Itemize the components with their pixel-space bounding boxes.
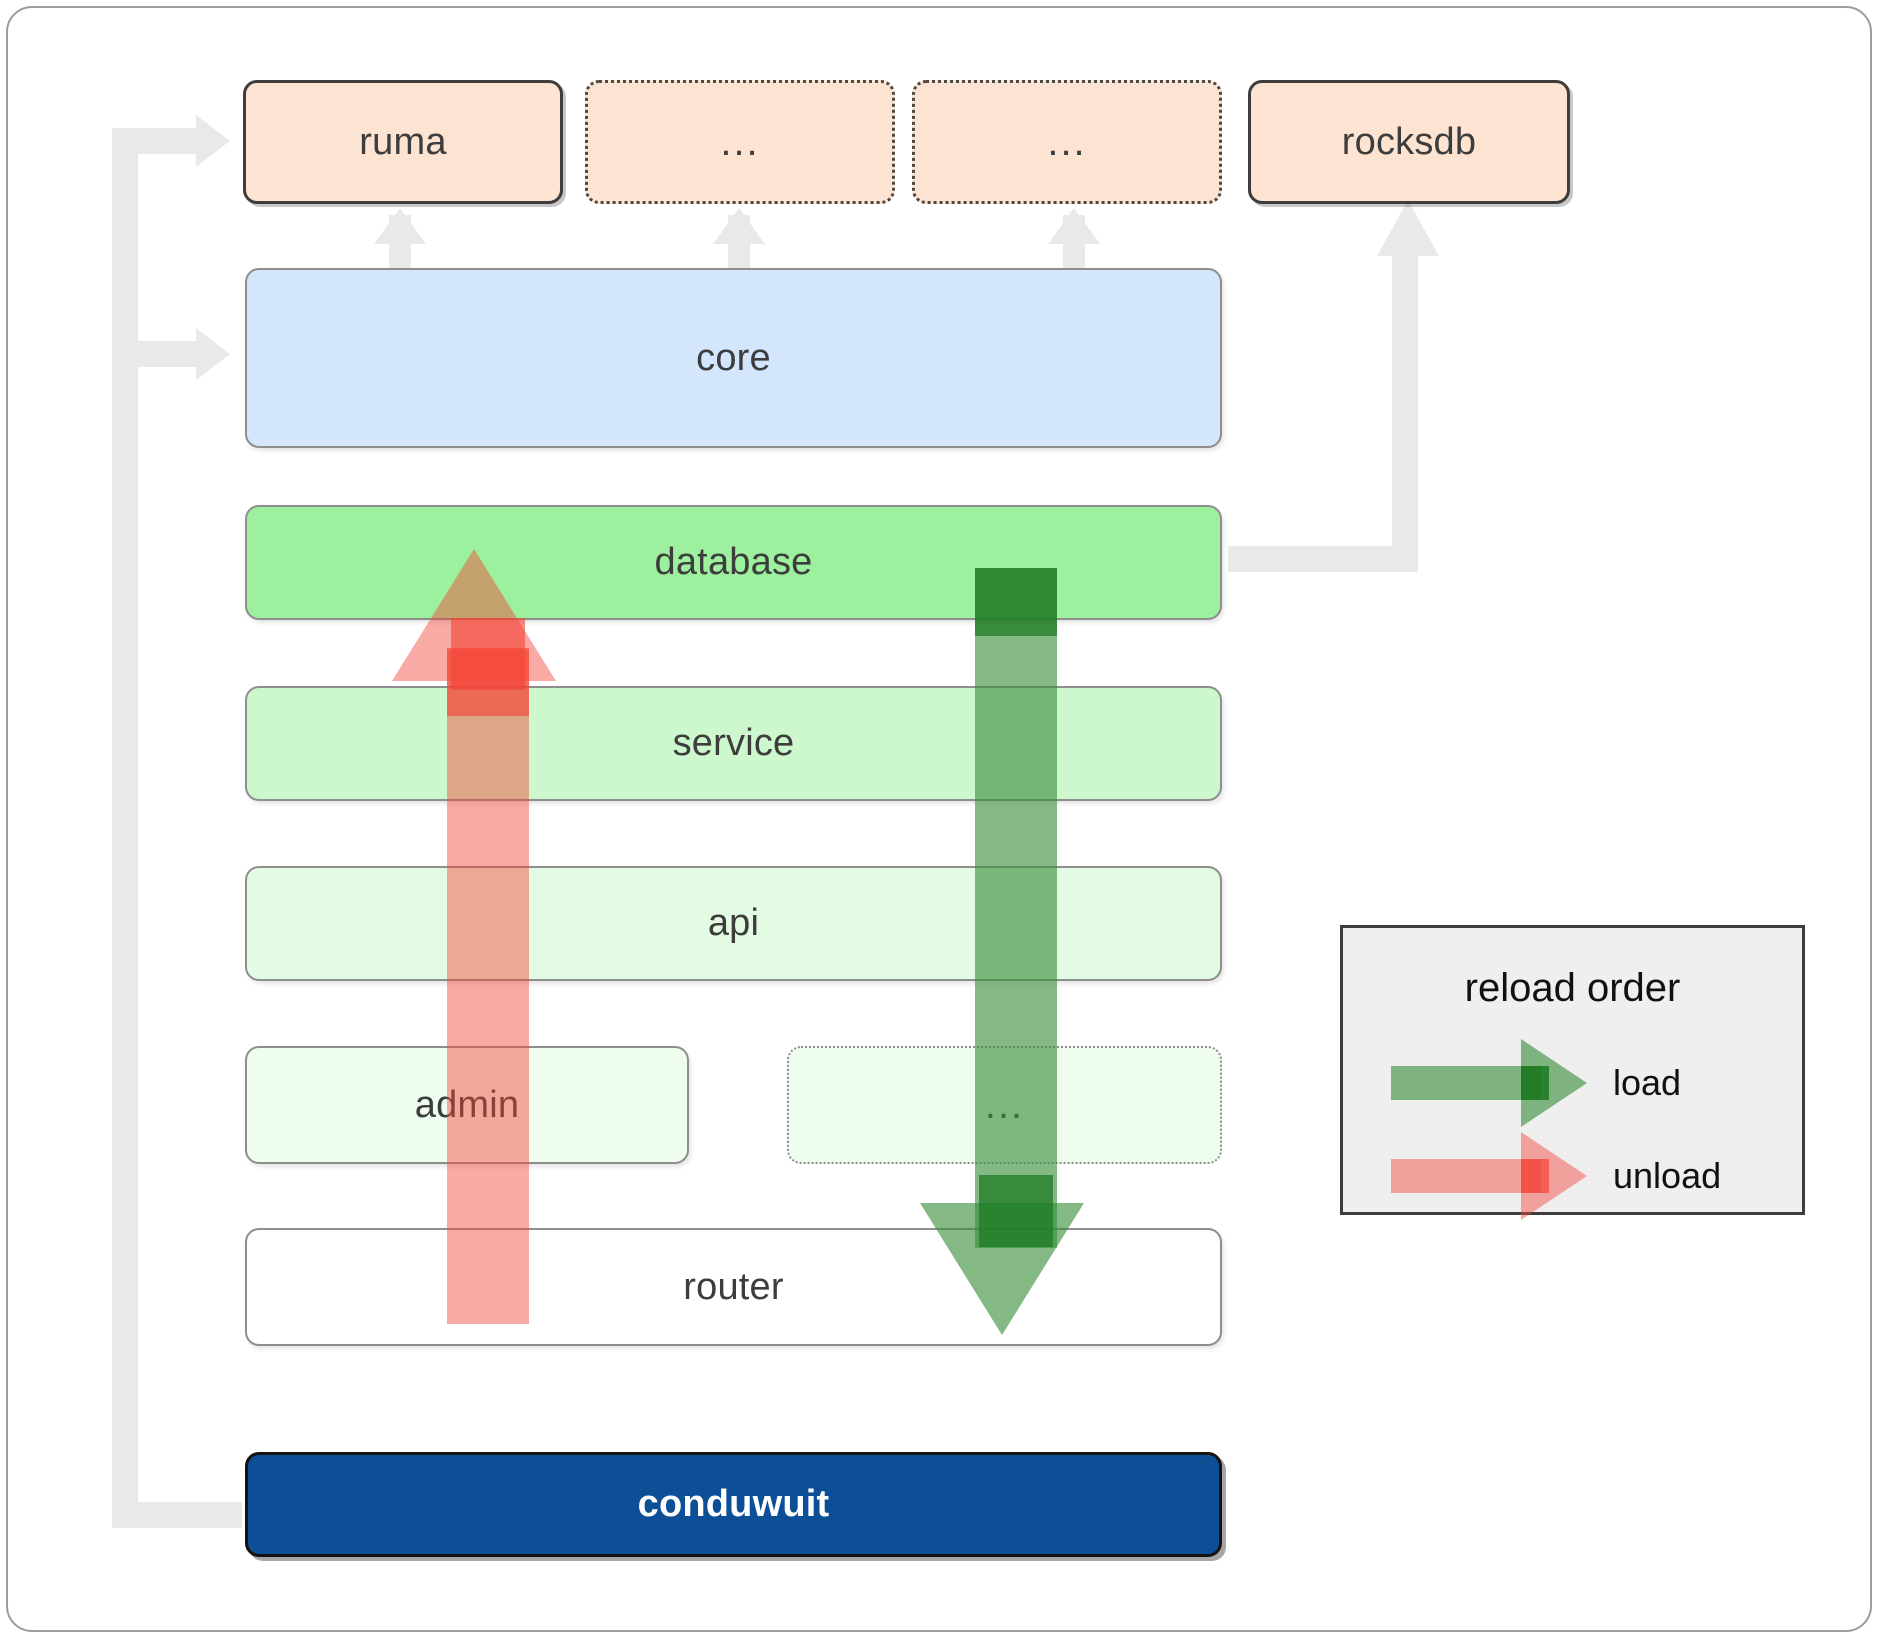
connector-core-to-dots1-arrow-icon: [713, 208, 765, 244]
legend-label-unload: unload: [1613, 1155, 1722, 1196]
external-box-dots-1-label: ...: [720, 120, 760, 164]
load-arrow-core-accent: [975, 568, 1057, 636]
legend-title: reload order: [1464, 966, 1681, 1010]
connector-to-ruma-h: [112, 128, 208, 154]
connector-from-conduwuit-h: [112, 1502, 242, 1528]
legend-panel: reload order load unload: [1340, 925, 1805, 1220]
connector-to-core-h: [112, 341, 208, 367]
load-arrow-tip-accent: [979, 1175, 1053, 1247]
external-box-dots-2[interactable]: ...: [912, 80, 1222, 204]
legend-unload-arrow-core-accent: [1521, 1159, 1549, 1193]
stack-box-database[interactable]: database: [245, 505, 1222, 620]
connector-to-ruma-arrow-icon: [196, 115, 230, 167]
load-arrow-shaft: [975, 568, 1057, 1248]
connector-db-to-rocksdb-arrow-icon: [1377, 200, 1439, 256]
legend-unload-arrow-shaft: [1391, 1159, 1541, 1193]
external-box-rocksdb[interactable]: rocksdb: [1248, 80, 1570, 204]
unload-arrow-tip-accent: [451, 618, 525, 690]
legend-label-load: load: [1613, 1062, 1682, 1103]
connector-to-core-arrow-icon: [196, 328, 230, 380]
connector-db-to-rocksdb-v: [1392, 250, 1418, 560]
binary-box-conduwuit-label: conduwuit: [637, 1483, 830, 1525]
external-box-ruma-label: ruma: [359, 120, 447, 163]
stack-box-service-label: service: [672, 722, 795, 764]
connector-core-to-ruma-arrow-icon: [374, 208, 426, 244]
stack-box-core[interactable]: core: [245, 268, 1222, 448]
stack-box-router-label: router: [683, 1265, 784, 1308]
bottom-box-admin[interactable]: admin: [245, 1046, 689, 1164]
diagram-frame: [6, 6, 1872, 1632]
bottom-box-admin-label: admin: [414, 1083, 520, 1126]
external-box-ruma[interactable]: ruma: [243, 80, 563, 204]
legend-load-arrow-shaft: [1391, 1066, 1541, 1100]
legend-load-arrow-core-accent: [1521, 1066, 1549, 1100]
binary-box-conduwuit[interactable]: conduwuit: [245, 1452, 1222, 1557]
external-box-dots-2-label: ...: [1047, 120, 1087, 164]
unload-arrow-shaft: [447, 650, 529, 1324]
stack-box-api[interactable]: api: [245, 866, 1222, 981]
connector-left-trunk: [112, 128, 138, 1528]
stack-box-api-label: api: [707, 902, 760, 944]
stack-box-core-label: core: [696, 336, 771, 379]
stack-box-service[interactable]: service: [245, 686, 1222, 801]
external-box-dots-1[interactable]: ...: [585, 80, 895, 204]
stack-box-database-label: database: [654, 541, 813, 583]
connector-core-to-dots2-arrow-icon: [1048, 208, 1100, 244]
external-box-rocksdb-label: rocksdb: [1341, 120, 1477, 163]
connector-db-to-rocksdb-h: [1228, 546, 1418, 572]
